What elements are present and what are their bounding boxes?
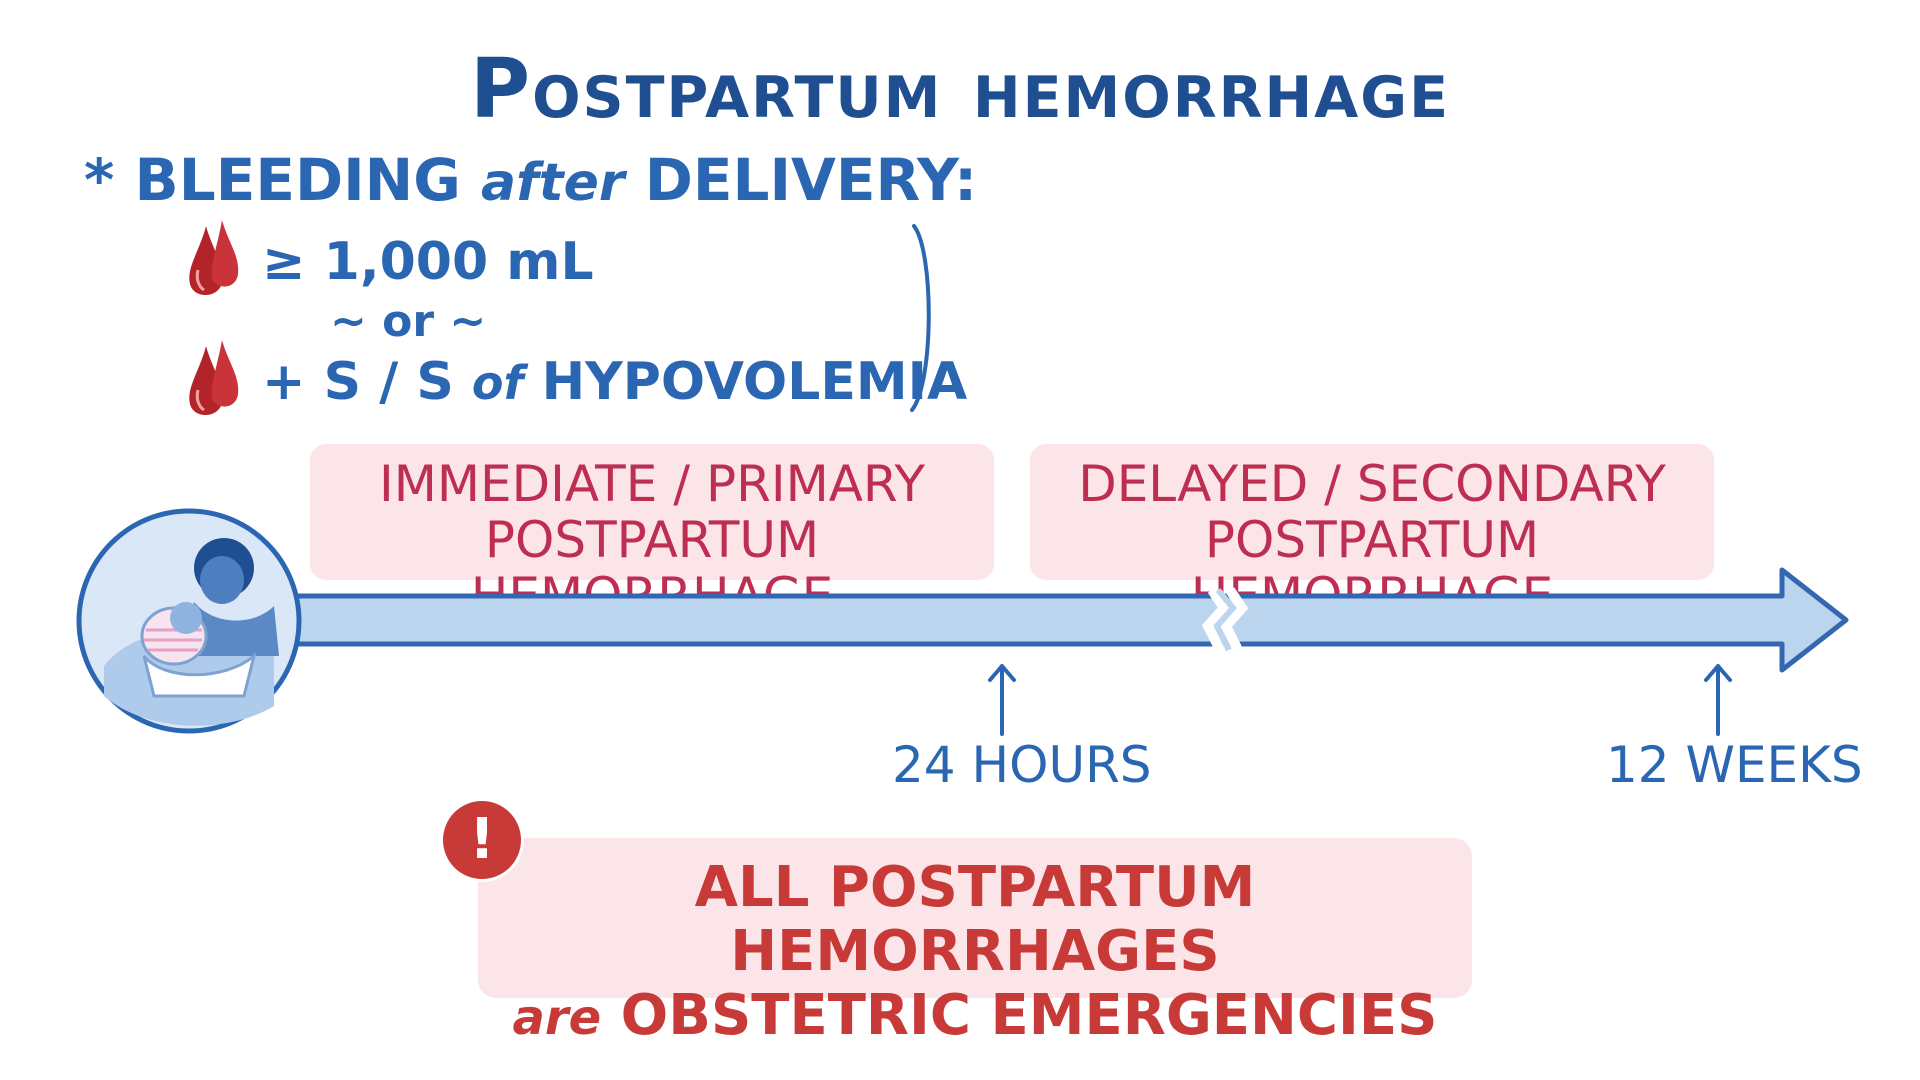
criterion-hypovolemia: + S / S of HYPOVOLEMIA — [262, 352, 967, 412]
criterion-of: of — [471, 356, 524, 410]
heading-after: after — [481, 153, 625, 213]
blood-drop-icon — [189, 340, 239, 416]
marker-arrow-icon — [1704, 664, 1732, 736]
phase-primary-line1: IMMEDIATE / PRIMARY — [378, 455, 926, 513]
definition-heading: * BLEEDING after DELIVERY: — [84, 146, 977, 214]
criterion-hypovolemia-word: HYPOVOLEMIA — [541, 352, 968, 412]
marker-arrow-icon — [988, 664, 1016, 736]
page-title: Postpartum hemorrhage — [469, 42, 1451, 137]
timeline-arrow — [237, 567, 1849, 673]
or-separator: ~ or ~ — [330, 296, 487, 347]
warning-are: are — [512, 990, 602, 1046]
warning-line2: are OBSTETRIC EMERGENCIES — [478, 984, 1472, 1050]
mother-newborn-icon — [76, 508, 302, 734]
bracket-line — [910, 224, 931, 412]
asterisk-icon: * — [84, 146, 115, 214]
exclamation-icon: ! — [440, 798, 524, 882]
criterion-ss: + S / S — [262, 352, 454, 412]
blood-drop-icon — [189, 220, 239, 296]
timeline-label-12-weeks: 12 WEEKS — [1606, 736, 1863, 794]
warning-line1: ALL POSTPARTUM HEMORRHAGES — [694, 855, 1256, 984]
criterion-volume: ≥ 1,000 mL — [262, 232, 594, 292]
heading-delivery: DELIVERY: — [644, 146, 978, 214]
warning-box: ALL POSTPARTUM HEMORRHAGES are OBSTETRIC… — [478, 838, 1472, 1048]
heading-bleeding: BLEEDING — [134, 146, 461, 214]
warning-emergencies: OBSTETRIC EMERGENCIES — [620, 983, 1438, 1048]
phase-secondary-line1: DELAYED / SECONDARY — [1078, 455, 1666, 513]
timeline-label-24-hours: 24 HOURS — [892, 736, 1152, 794]
